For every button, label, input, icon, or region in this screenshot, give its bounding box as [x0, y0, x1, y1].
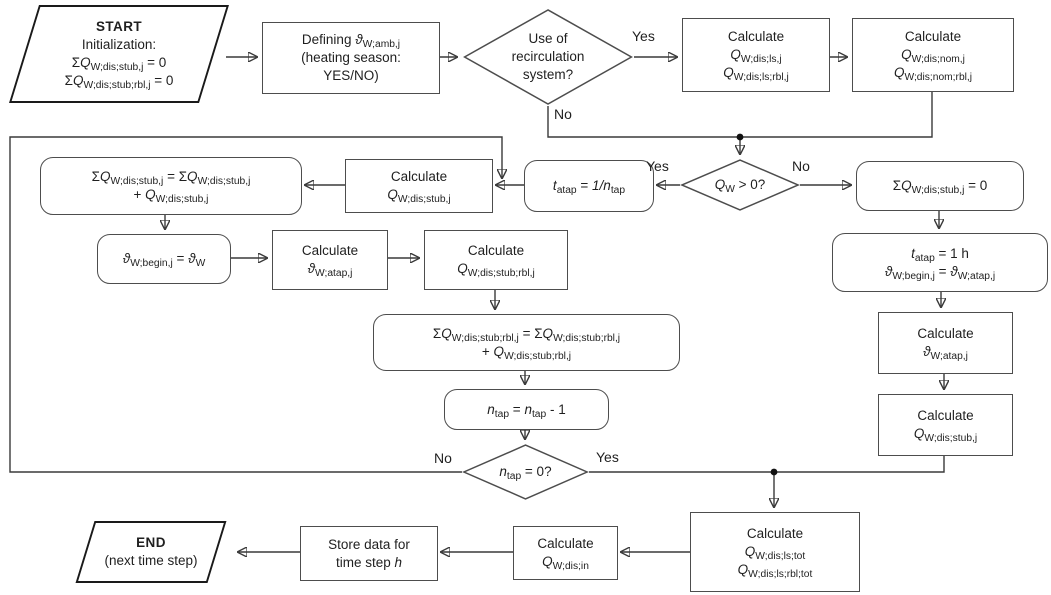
qw-diamond-shape: [680, 159, 800, 211]
node-defining-theta-amb: Defining ϑW;amb,j(heating season:YES/NO): [262, 22, 440, 94]
node-tatap-fraction: tatap = 1/ntap: [524, 160, 654, 212]
edge-calc-stub-right-down: [774, 454, 945, 473]
node-ntap-zero-decision: ntap = 0?: [462, 444, 589, 500]
sum-stub-rbl-text: ΣQW;dis;stub;rbl,j = ΣQW;dis;stub;rbl,j+…: [432, 325, 621, 362]
end-text: END(next time step): [104, 535, 198, 568]
edge-label-qw-yes: Yes: [646, 158, 669, 174]
node-end: END(next time step): [68, 521, 234, 583]
node-sum-stub: ΣQW;dis;stub,j = ΣQW;dis;stub,j+ QW;dis;…: [40, 157, 302, 215]
junction-dot-top: [736, 133, 744, 141]
sum-stub-zero-text: ΣQW;dis;stub,j = 0: [892, 178, 988, 196]
sum-stub-text: ΣQW;dis;stub,j = ΣQW;dis;stub,j+ QW;dis;…: [91, 169, 251, 205]
tatap-fraction-text: tatap = 1/ntap: [552, 178, 626, 196]
node-ntap-decrement: ntap = ntap - 1: [444, 389, 609, 430]
ntap-zero-decision-text: ntap = 0?: [499, 464, 552, 482]
ntap-diamond-shape: [462, 444, 589, 500]
node-theta-begin: ϑW;begin,j = ϑW: [97, 234, 231, 284]
node-qw-decision: QW > 0?: [680, 159, 800, 211]
edge-recirc-no-down: [547, 106, 740, 138]
ntap-decrement-text: ntap = ntap - 1: [487, 401, 566, 420]
edge-label-recirc-yes: Yes: [632, 28, 655, 44]
edge-label-qw-no: No: [792, 158, 810, 174]
recirc-diamond-shape: [462, 8, 634, 106]
defining-theta-amb-text: Defining ϑW;amb,j(heating season:YES/NO): [301, 32, 401, 83]
edge-label-recirc-no: No: [554, 106, 572, 122]
edge-label-ntap-no: No: [434, 450, 452, 466]
theta-begin-text: ϑW;begin,j = ϑW: [122, 251, 206, 269]
node-sum-stub-rbl: ΣQW;dis;stub;rbl,j = ΣQW;dis;stub;rbl,j+…: [373, 314, 680, 371]
edge-loop-back: [9, 136, 502, 473]
qw-decision-text: QW > 0?: [714, 177, 766, 195]
junction-dot-bottom: [770, 468, 778, 476]
edge-calc-nom-down: [740, 90, 933, 138]
node-sum-stub-zero: ΣQW;dis;stub,j = 0: [856, 161, 1024, 211]
edge-label-ntap-yes: Yes: [596, 449, 619, 465]
